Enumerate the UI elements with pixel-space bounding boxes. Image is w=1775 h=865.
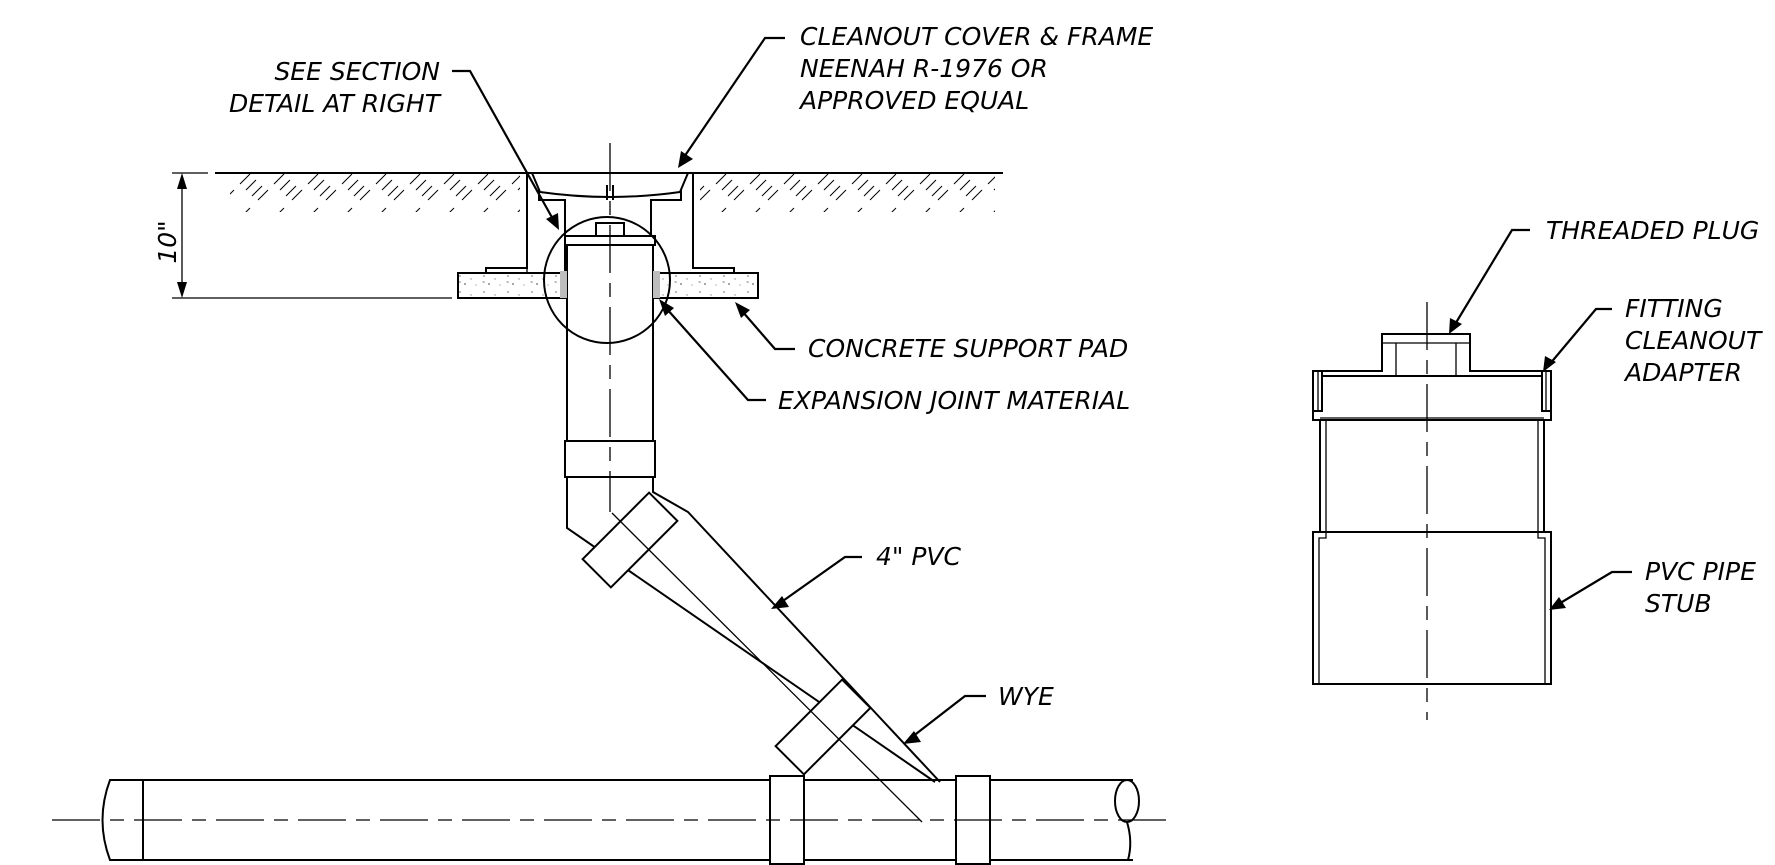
diagonal-centerline bbox=[611, 512, 923, 823]
cover-frame-callout: CLEANOUT COVER & FRAME NEENAH R-1976 OR … bbox=[678, 22, 1153, 168]
fitting-adapter-label-2: CLEANOUT bbox=[1625, 326, 1763, 355]
pipe-stub-callout: PVC PIPE STUB bbox=[1549, 557, 1756, 618]
fitting-adapter-label-1: FITTING bbox=[1625, 294, 1723, 323]
fitting-adapter-callout: FITTING CLEANOUT ADAPTER bbox=[1543, 294, 1763, 387]
wye-callout: WYE bbox=[903, 682, 1054, 744]
section-callout-circle bbox=[543, 216, 671, 344]
section-detail bbox=[1312, 302, 1552, 720]
concrete-pad-callout: CONCRETE SUPPORT PAD bbox=[735, 302, 1128, 363]
threaded-plug-callout: THREADED PLUG bbox=[1449, 216, 1759, 334]
pvc-callout: 4" PVC bbox=[771, 542, 962, 609]
pipe-stub-label-1: PVC PIPE bbox=[1645, 557, 1756, 586]
threaded-plug bbox=[1321, 333, 1543, 376]
dimension-text: 10" bbox=[153, 220, 182, 263]
see-section-label-1: SEE SECTION bbox=[274, 57, 440, 86]
see-section-callout: SEE SECTION DETAIL AT RIGHT bbox=[229, 57, 559, 230]
see-section-label-2: DETAIL AT RIGHT bbox=[229, 89, 442, 118]
earth-hatch bbox=[700, 174, 995, 212]
cover-frame-label-3: APPROVED EQUAL bbox=[798, 86, 1029, 115]
pipe-stub-label-2: STUB bbox=[1645, 589, 1712, 618]
main-horizontal-pipe bbox=[52, 775, 1168, 865]
expansion-joint-right bbox=[653, 271, 660, 298]
ground-surface bbox=[215, 172, 1003, 212]
concrete-pad-label: CONCRETE SUPPORT PAD bbox=[808, 334, 1128, 363]
expansion-joint-label: EXPANSION JOINT MATERIAL bbox=[778, 386, 1130, 415]
wye-coupling bbox=[774, 678, 872, 776]
cover-frame-label-1: CLEANOUT COVER & FRAME bbox=[800, 22, 1153, 51]
threaded-plug-label: THREADED PLUG bbox=[1546, 216, 1759, 245]
earth-hatch bbox=[230, 174, 520, 212]
fitting-adapter-label-3: ADAPTER bbox=[1623, 358, 1742, 387]
expansion-joint-left bbox=[560, 271, 567, 298]
cover-frame-label-2: NEENAH R-1976 OR bbox=[800, 54, 1048, 83]
bend-coupling bbox=[581, 491, 679, 589]
wye-label: WYE bbox=[998, 682, 1054, 711]
vertical-riser-pipe bbox=[543, 216, 671, 478]
pvc-label: 4" PVC bbox=[876, 542, 962, 571]
pipe-cut-end-left bbox=[101, 779, 143, 861]
dimension-10in: 10" bbox=[153, 172, 452, 299]
cleanout-adapter bbox=[1312, 375, 1552, 421]
diagonal-pipe bbox=[566, 477, 941, 823]
pipe-end-right bbox=[1114, 779, 1140, 823]
expansion-joint-callout: EXPANSION JOINT MATERIAL bbox=[659, 299, 1130, 415]
